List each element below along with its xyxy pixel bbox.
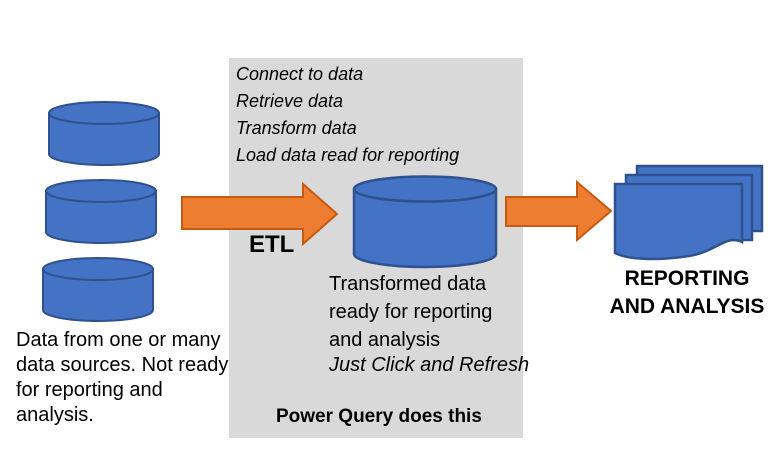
reporting-label: REPORTING AND ANALYSIS <box>609 267 765 318</box>
database-cylinder-icon <box>42 257 154 322</box>
power-query-footer: Power Query does this <box>276 406 482 427</box>
source-caption: Data from one or many data sources. Not … <box>16 329 229 426</box>
etl-label: ETL <box>249 231 295 258</box>
etl-arrow-icon <box>181 182 339 246</box>
source-databases-group <box>44 179 158 245</box>
refresh-note: Just Click and Refresh <box>329 354 530 376</box>
reporting-arrow-icon <box>505 179 613 243</box>
etl-steps-list: Connect to data Retrieve data Transform … <box>236 64 460 165</box>
transformed-caption: Transformed data ready for reporting and… <box>329 273 493 351</box>
transformed-database-icon <box>352 175 498 269</box>
documents-stack-icon <box>613 164 764 261</box>
source-databases-group <box>47 101 161 167</box>
database-cylinder-icon <box>48 101 160 166</box>
database-cylinder-icon <box>45 179 157 244</box>
source-databases-group <box>41 257 155 323</box>
